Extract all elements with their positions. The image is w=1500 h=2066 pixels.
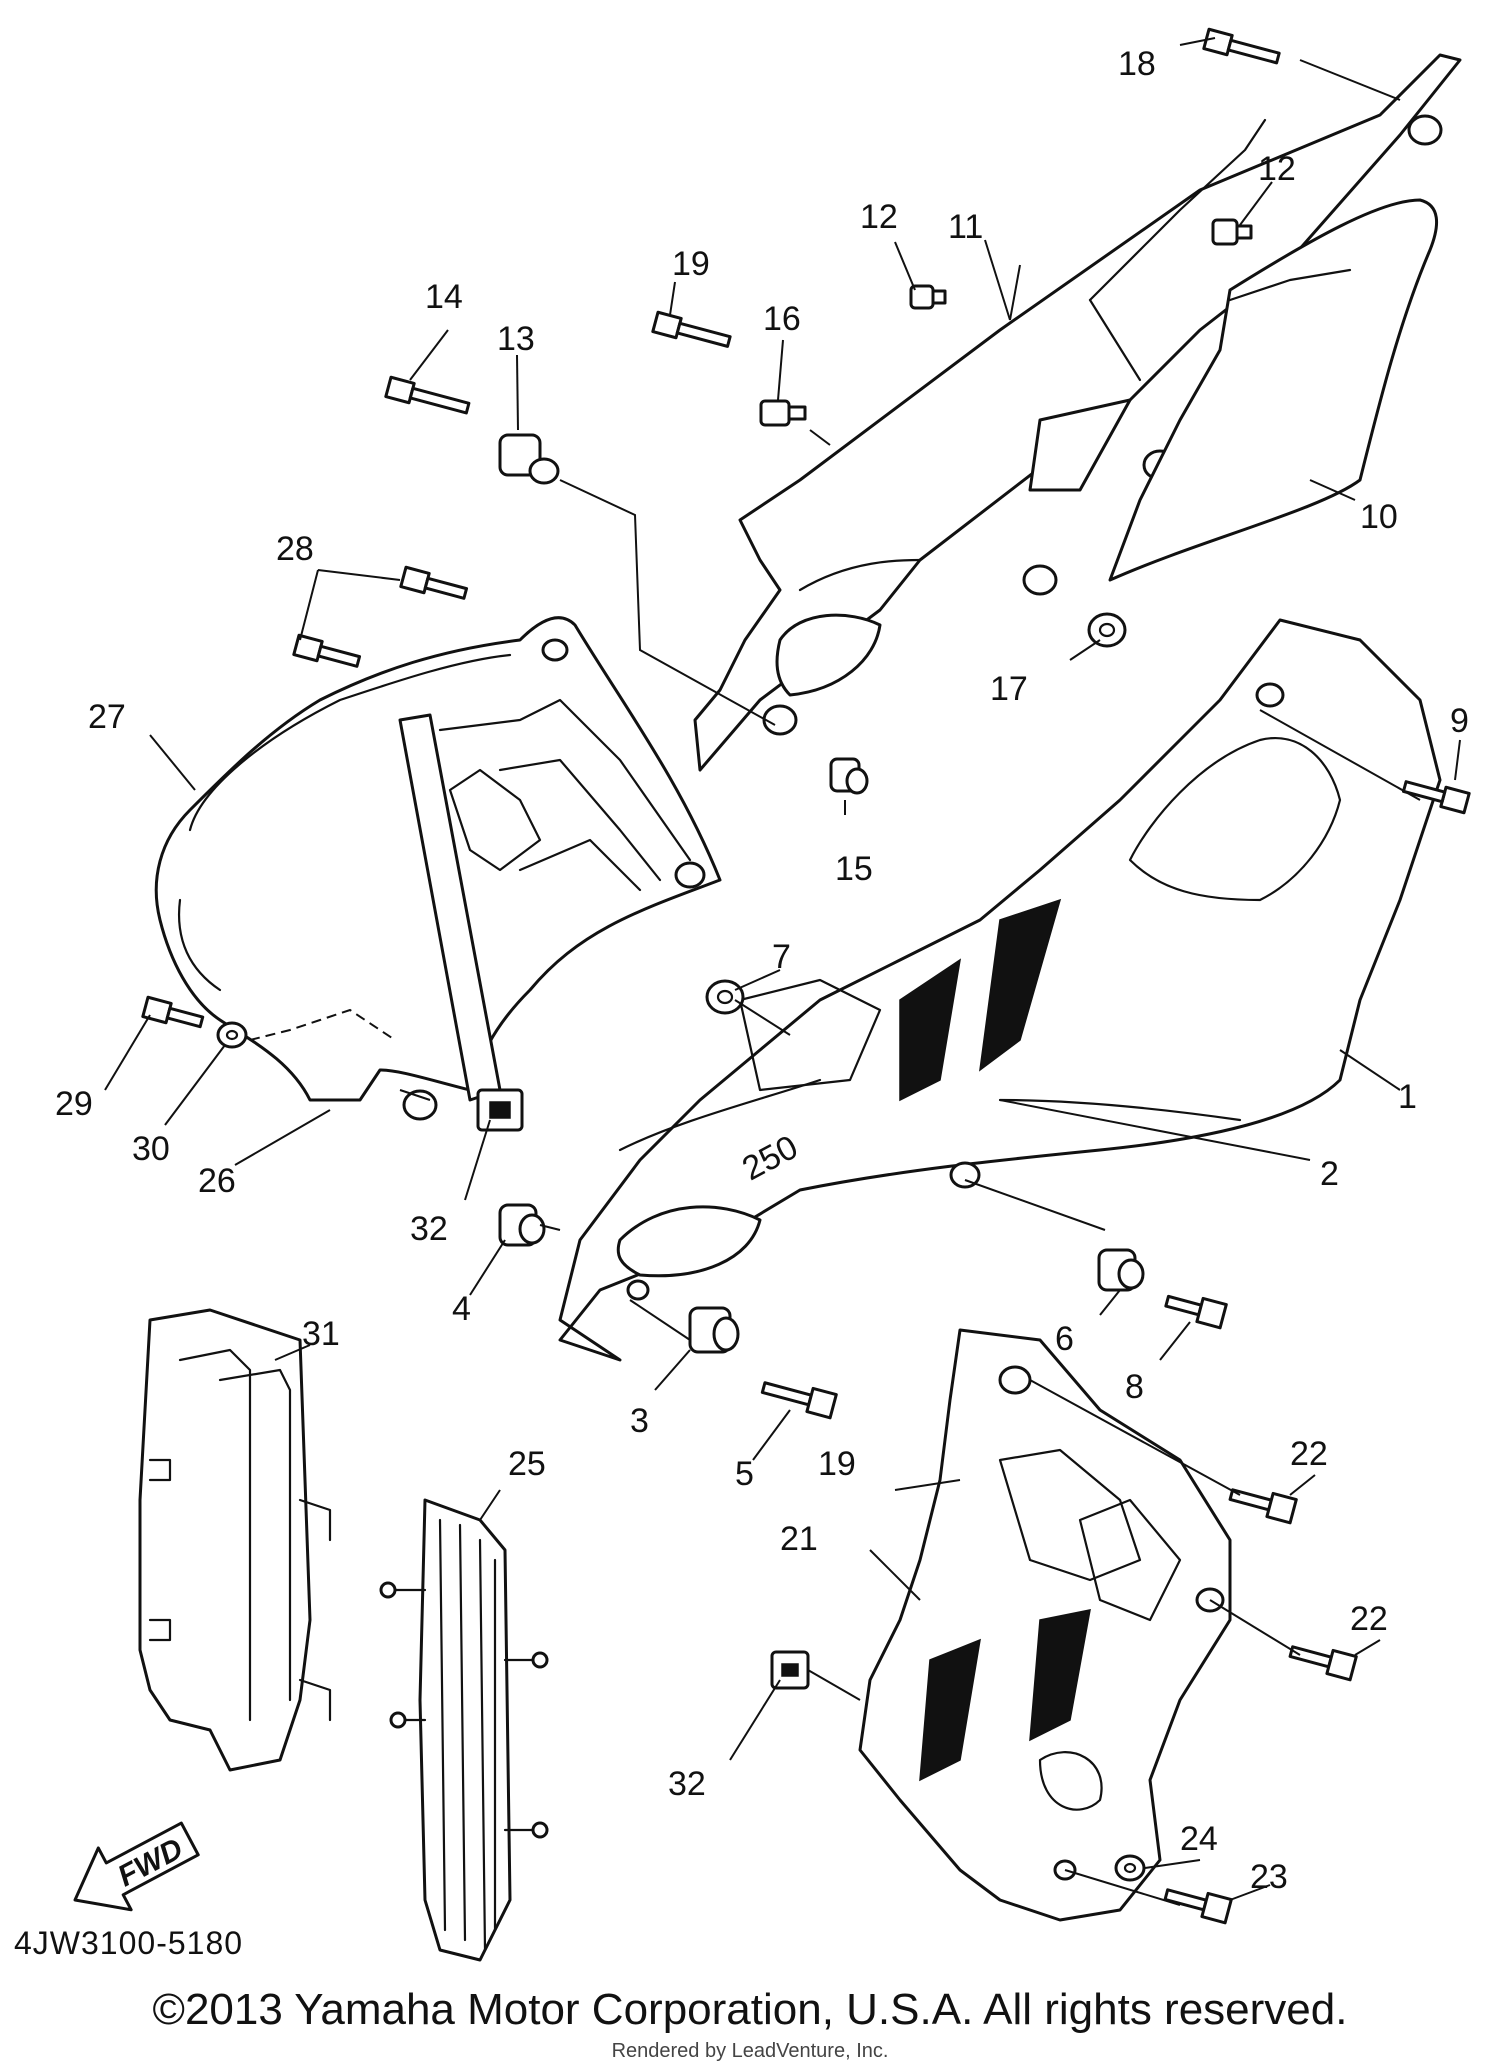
callout-11: 11 xyxy=(948,208,983,246)
callout-25: 25 xyxy=(508,1445,546,1483)
part-31-radiator-guard xyxy=(138,1308,332,1772)
part-27-scoop xyxy=(154,616,722,1121)
part-11-upper-cover xyxy=(693,53,1462,772)
callout-6: 6 xyxy=(1055,1320,1074,1358)
callout-18: 19 xyxy=(672,245,710,283)
part-10-side-plate xyxy=(1108,198,1439,582)
part-1-side-cover: 250 xyxy=(558,618,1442,1362)
callout-14: 15 xyxy=(835,850,873,888)
copyright-notice: ©2013 Yamaha Motor Corporation, U.S.A. A… xyxy=(152,1985,1348,2034)
leader-lines xyxy=(104,37,1461,1906)
callout-9: 9 xyxy=(1450,702,1469,740)
callout-22-upper: 22 xyxy=(1290,1435,1328,1473)
fasteners xyxy=(141,27,1471,1925)
callout-16: 16 xyxy=(763,300,801,338)
callout-7: 7 xyxy=(772,938,791,976)
callout-15: 14 xyxy=(425,278,463,316)
callout-23: 23 xyxy=(1250,1858,1288,1896)
callout-10: 10 xyxy=(1360,498,1398,536)
callout-13: 13 xyxy=(497,320,535,358)
callout-3: 3 xyxy=(630,1402,649,1440)
callout-32-upper: 32 xyxy=(410,1210,448,1248)
callout-8: 8 xyxy=(1125,1368,1144,1406)
callout-31: 31 xyxy=(302,1315,340,1353)
callout-2: 2 xyxy=(1320,1155,1339,1193)
callout-12-right: 12 xyxy=(1258,150,1296,188)
callout-22-lower: 22 xyxy=(1350,1600,1388,1638)
callout-labels: 18 12 12 11 19 16 14 13 10 28 17 9 27 15… xyxy=(55,45,1469,1896)
callout-1: 1 xyxy=(1398,1078,1417,1116)
callout-12-left: 12 xyxy=(860,198,898,236)
callout-5: 5 xyxy=(735,1455,754,1493)
render-credit: Rendered by LeadVenture, Inc. xyxy=(611,2040,889,2062)
callout-19: 18 xyxy=(1118,45,1156,83)
part-code-label: 4JW3100-5180 xyxy=(14,1925,244,1961)
callout-28: 28 xyxy=(276,530,314,568)
callout-30: 30 xyxy=(132,1130,170,1168)
fwd-arrow: FWD xyxy=(73,1821,200,1912)
callout-21: 21 xyxy=(780,1520,818,1558)
callout-29: 29 xyxy=(55,1085,93,1123)
callout-27: 27 xyxy=(88,698,126,736)
callout-32-lower: 32 xyxy=(668,1765,706,1803)
callout-24: 24 xyxy=(1180,1820,1218,1858)
part-25-louver xyxy=(379,1498,549,1962)
callout-26: 26 xyxy=(198,1162,236,1200)
callout-20: 19 xyxy=(818,1445,856,1483)
part-20-lower-cover xyxy=(858,1328,1232,1922)
callout-17: 17 xyxy=(990,670,1028,708)
callout-4: 4 xyxy=(452,1290,471,1328)
